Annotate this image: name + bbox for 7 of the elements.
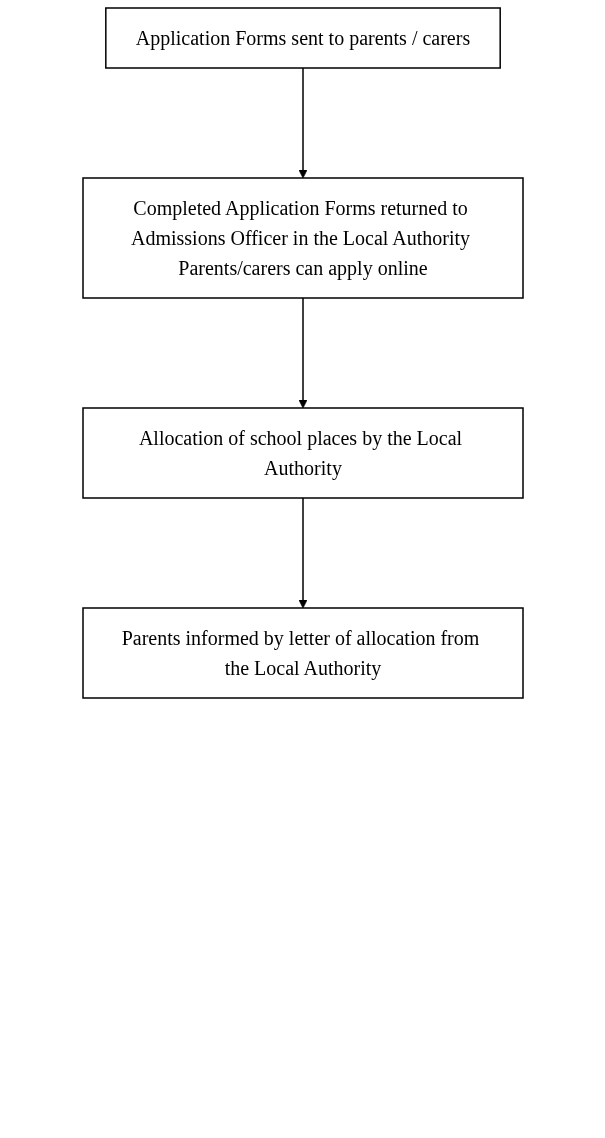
node-box: Allocation of school places by the Local Authority <box>81 407 524 499</box>
arrow <box>298 497 307 609</box>
arrow <box>298 297 307 409</box>
arrow <box>298 67 307 179</box>
node-box: Completed Application Forms returned to Admissions Officer in the Local Authority Parents/carers can apply online <box>81 177 524 299</box>
node-box: Parents informed by letter of allocation from the Local Authority <box>81 607 524 699</box>
node-box: Application Forms sent to parents / carers <box>104 7 501 69</box>
